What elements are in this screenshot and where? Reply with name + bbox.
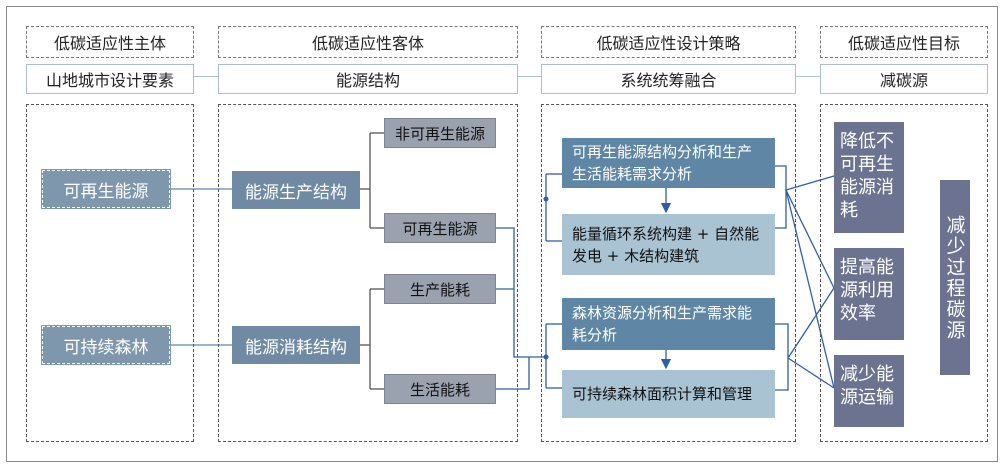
column-strategy	[541, 104, 796, 442]
header-strategy: 低碳适应性设计策略	[541, 26, 796, 58]
object-living-energy: 生活能耗	[384, 374, 496, 404]
junction-dot-top	[543, 196, 549, 202]
line-strategy-top-bracket	[775, 165, 787, 229]
subheader-strategy: 系统统筹融合	[541, 64, 796, 94]
line-to-goal3-a	[785, 189, 835, 389]
object-consumption-structure: 能源消耗结构	[232, 326, 360, 364]
column-subject	[26, 104, 194, 442]
goal-main: 减少过程碳源	[940, 180, 970, 375]
subject-forest: 可持续森林	[41, 325, 171, 365]
line-to-goal2-a	[785, 189, 835, 289]
line-renewable-to-strategy	[496, 227, 546, 358]
goal-reduce-nonrenewable: 降低不可再生能源消耗	[834, 122, 904, 233]
strategy-analysis2: 森林资源分析和生产需求能耗分析	[562, 298, 775, 350]
junction-dot-bottom	[543, 354, 549, 360]
object-production-energy: 生产能耗	[384, 274, 496, 304]
strategy-build1: 能量循环系统构建 + 自然能发电 + 木结构建筑	[562, 214, 775, 275]
subheader-connector-3	[796, 76, 820, 77]
subheader-subject: 山地城市设计要素	[26, 64, 194, 94]
goal-improve-efficiency: 提高能源利用效率	[834, 248, 904, 340]
object-nonrenewable: 非可再生能源	[384, 118, 496, 148]
goal-reduce-transport: 减少能源运输	[834, 355, 904, 427]
header-goal: 低碳适应性目标	[820, 26, 988, 58]
line-to-goal1	[785, 175, 835, 191]
diagram-frame	[6, 6, 998, 462]
header-subject: 低碳适应性主体	[26, 26, 194, 58]
header-object: 低碳适应性客体	[218, 26, 518, 58]
line-living-to-strategy	[496, 357, 530, 390]
subheader-object: 能源结构	[218, 64, 518, 94]
object-production-structure: 能源生产结构	[232, 171, 360, 209]
subheader-connector-1	[194, 76, 220, 77]
strategy-analysis1: 可再生能源结构分析和生产生活能耗需求分析	[562, 138, 775, 188]
subheader-goal: 减碳源	[820, 64, 988, 94]
column-object	[218, 104, 518, 442]
subject-renewable: 可再生能源	[41, 169, 171, 209]
strategy-build2: 可持续森林面积计算和管理	[562, 370, 775, 418]
column-goal	[820, 104, 988, 442]
subheader-connector-2	[518, 76, 542, 77]
object-renewable: 可再生能源	[384, 213, 496, 243]
